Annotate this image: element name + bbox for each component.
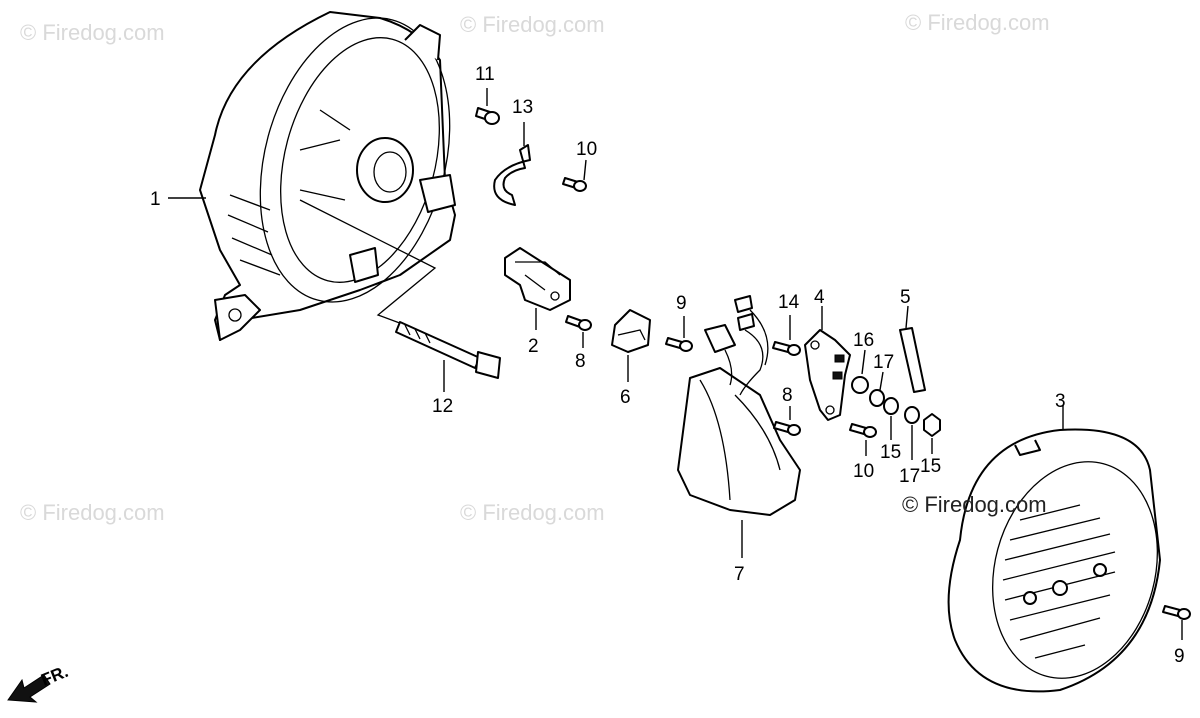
leader-line bbox=[879, 371, 884, 391]
direction-arrow-icon bbox=[7, 674, 51, 703]
part-1-housing-cover bbox=[199, 11, 456, 341]
callout-7: 7 bbox=[734, 564, 745, 585]
watermark: © Firedog.com bbox=[460, 12, 605, 37]
callout-9a: 9 bbox=[676, 293, 687, 314]
watermark: © Firedog.com bbox=[460, 500, 605, 525]
part-17-washer bbox=[869, 389, 885, 407]
callout-10b: 10 bbox=[853, 461, 874, 482]
part-15-nut bbox=[883, 397, 899, 415]
part-15-nut bbox=[923, 413, 941, 437]
callout-17b: 17 bbox=[899, 466, 920, 487]
callout-1: 1 bbox=[150, 189, 161, 210]
callout-9b: 9 bbox=[1174, 646, 1185, 667]
callout-12: 12 bbox=[432, 396, 453, 417]
callout-8a: 8 bbox=[575, 351, 586, 372]
callout-3: 3 bbox=[1055, 391, 1066, 412]
callout-14: 14 bbox=[778, 292, 800, 313]
part-11-bolt bbox=[475, 107, 500, 125]
callout-4: 4 bbox=[814, 287, 825, 308]
callout-10a: 10 bbox=[576, 139, 597, 160]
part-17-washer bbox=[904, 406, 920, 424]
leader-line bbox=[905, 305, 909, 329]
leader-line bbox=[861, 349, 866, 375]
watermark: © Firedog.com bbox=[20, 500, 165, 525]
part-8-screw bbox=[565, 315, 592, 331]
part-9-screw bbox=[665, 337, 693, 352]
part-4-plate bbox=[804, 329, 851, 421]
front-direction-indicator: FR. bbox=[7, 662, 71, 703]
callout-2: 2 bbox=[528, 336, 539, 357]
part-16-washer bbox=[851, 376, 869, 394]
callout-16: 16 bbox=[853, 330, 874, 351]
callout-11: 11 bbox=[475, 64, 495, 85]
part-14-screw bbox=[772, 341, 801, 356]
part-13-clamp bbox=[493, 144, 531, 206]
watermark: © Firedog.com bbox=[905, 10, 1050, 35]
part-10-screw bbox=[562, 177, 587, 192]
direction-label: FR. bbox=[38, 662, 71, 690]
callout-5: 5 bbox=[900, 287, 911, 308]
watermark: © Firedog.com bbox=[20, 20, 165, 45]
part-2-bracket bbox=[504, 247, 571, 311]
part-8-screw bbox=[773, 421, 801, 436]
part-7-module bbox=[677, 295, 801, 516]
callout-15b: 15 bbox=[920, 456, 941, 477]
callout-13: 13 bbox=[512, 97, 533, 118]
callout-6: 6 bbox=[620, 387, 631, 408]
part-9-screw bbox=[1162, 605, 1191, 620]
part-5-strip bbox=[899, 327, 926, 393]
callout-15a: 15 bbox=[880, 442, 901, 463]
part-10-screw bbox=[849, 423, 877, 438]
part-6-connector bbox=[611, 309, 651, 353]
part-12-bolt bbox=[395, 321, 501, 379]
leader-line bbox=[583, 159, 587, 181]
part-3-round-cover bbox=[947, 428, 1161, 693]
callout-17a: 17 bbox=[873, 352, 894, 373]
watermark: © Firedog.com bbox=[902, 492, 1047, 517]
reference-line bbox=[299, 199, 437, 326]
callout-8b: 8 bbox=[782, 385, 793, 406]
